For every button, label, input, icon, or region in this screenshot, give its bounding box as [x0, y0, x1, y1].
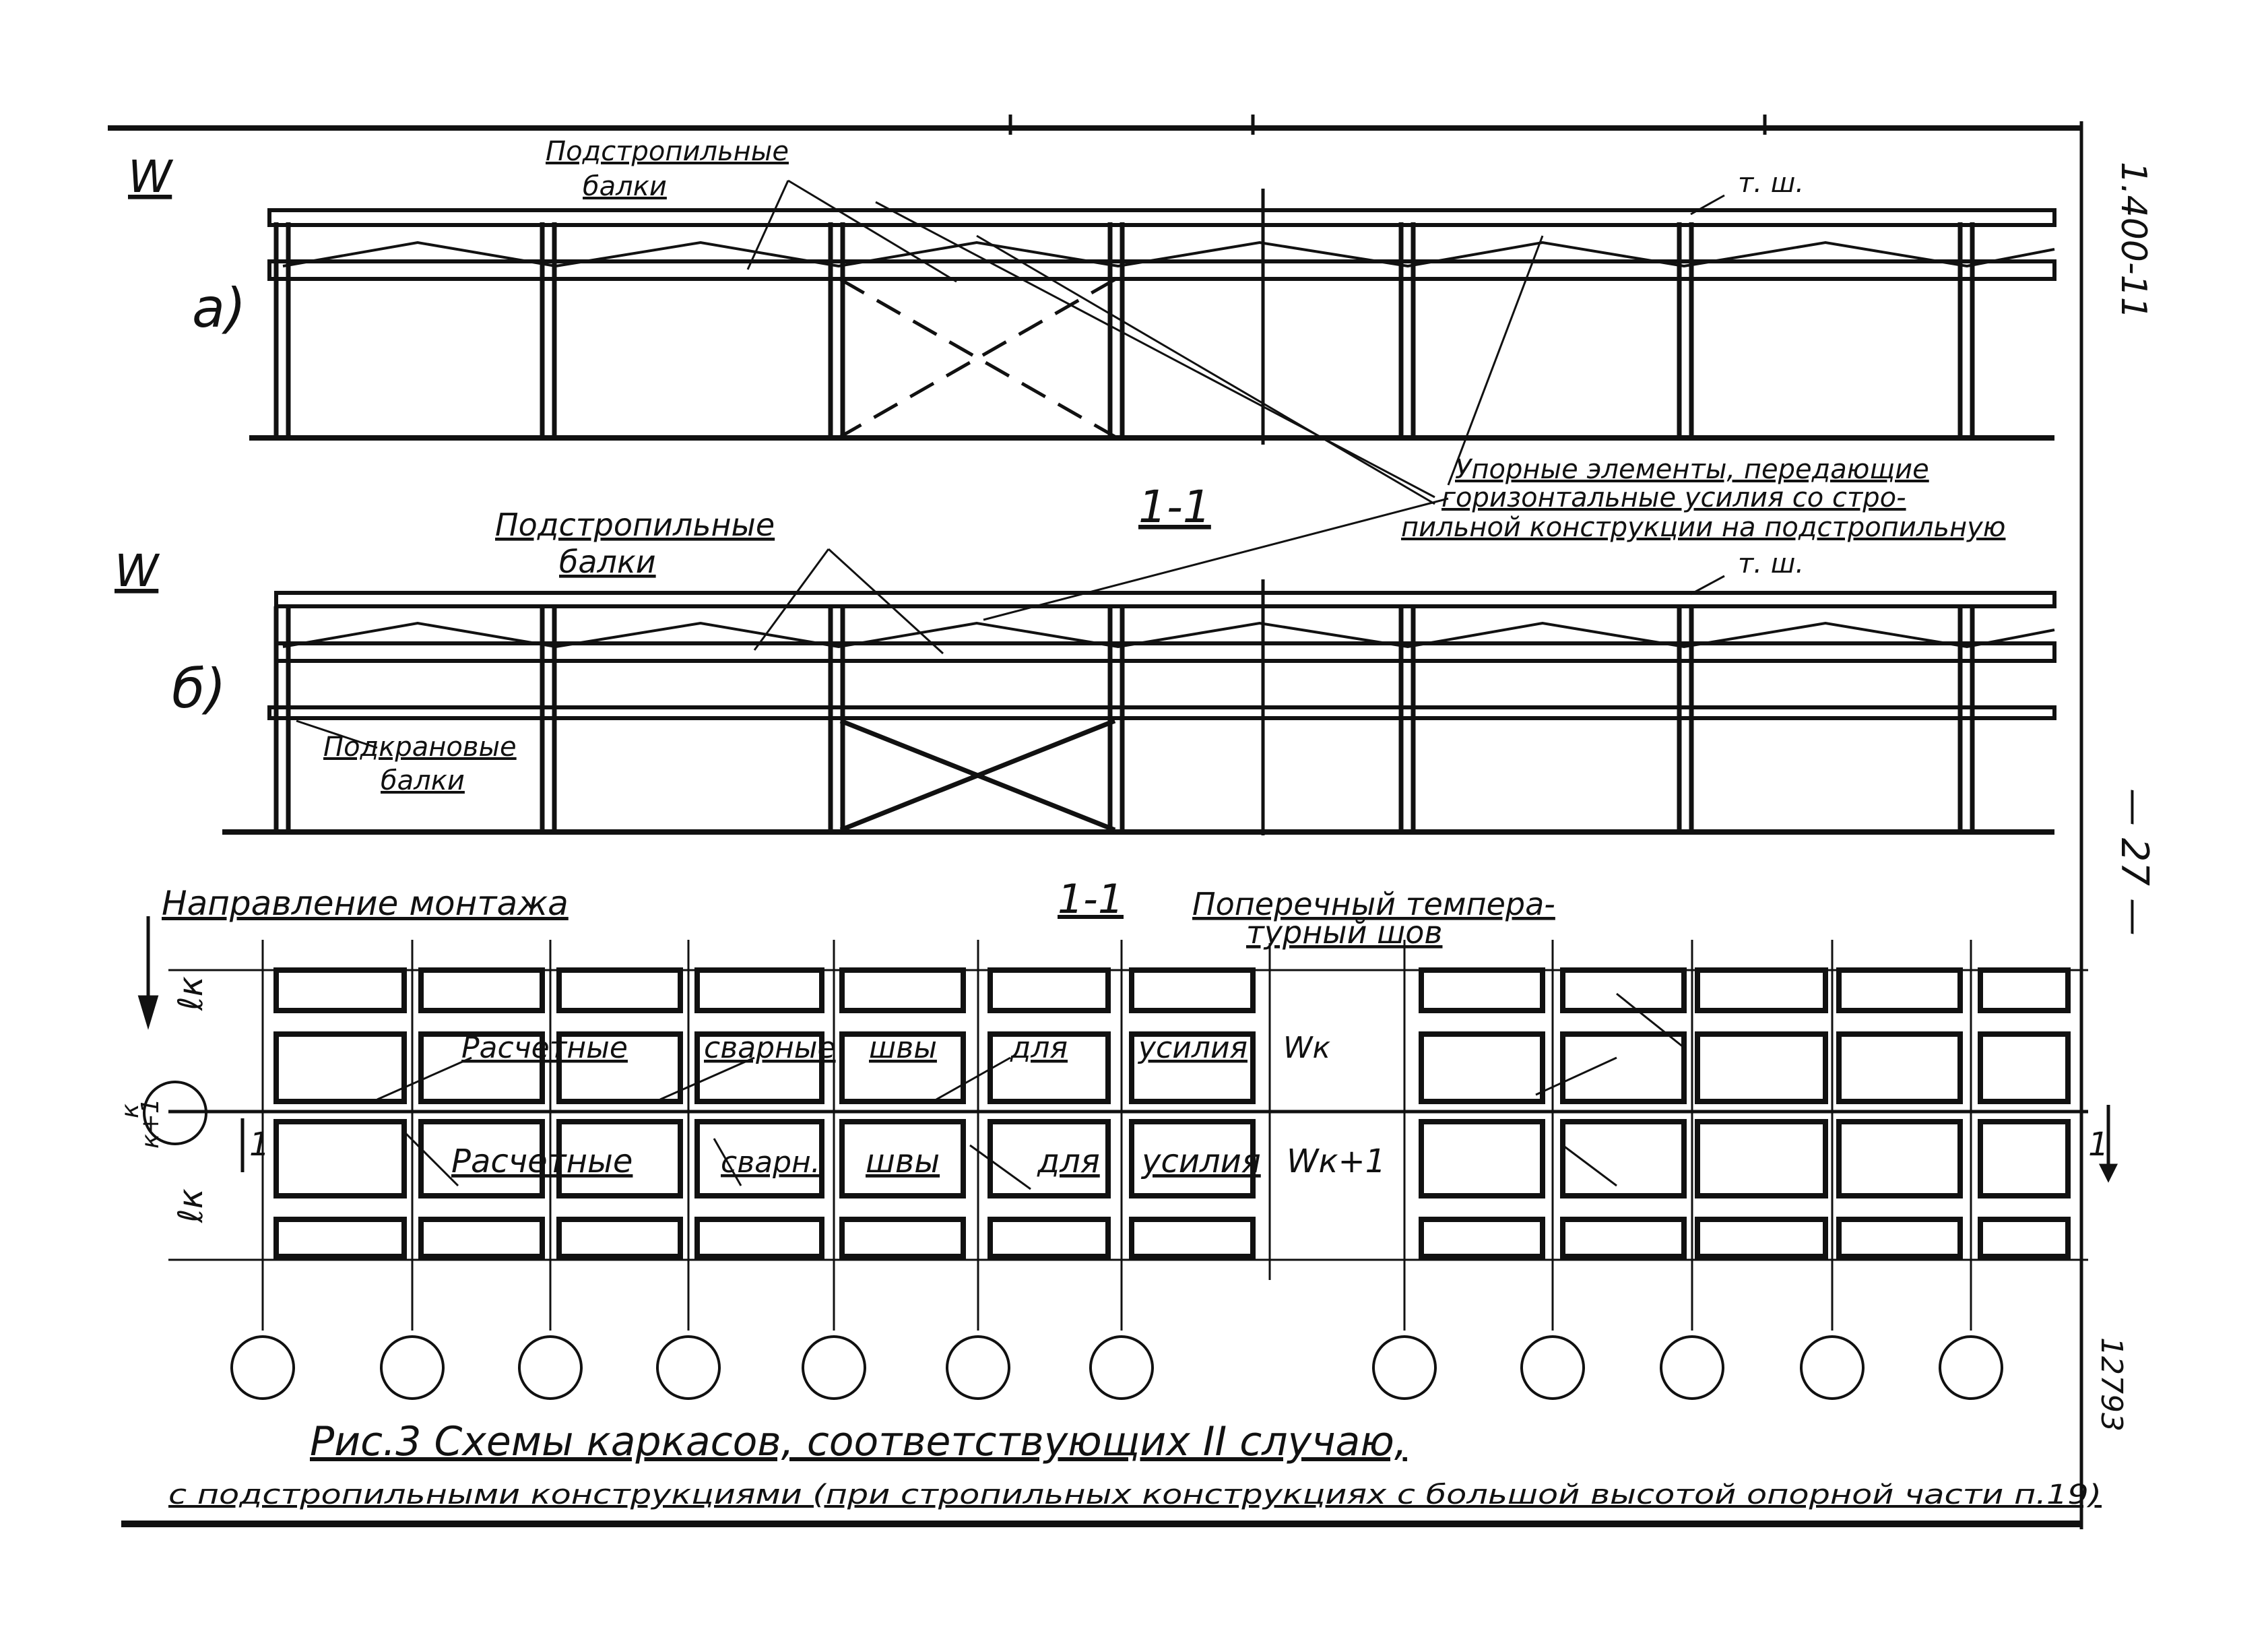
weld-k-word-6: Wк	[1283, 1031, 1331, 1065]
label-w-lower: W	[115, 545, 160, 597]
weld-k-word-5: усилия	[1137, 1031, 1248, 1065]
weld-k1-word-6: Wк+1	[1287, 1143, 1386, 1180]
label-upornye-line2: горизонтальные усилия со стро-	[1441, 482, 1906, 513]
weld-k1-word-3: швы	[866, 1143, 940, 1180]
margin-annotations: 1.400-11 — 27 — 12793	[2094, 162, 2156, 1432]
caption-line1: Рис.3 Схемы каркасов, соответствующих II…	[310, 1418, 1407, 1465]
section-mark-mid: 1-1	[1138, 481, 1211, 533]
sheet-number: 12793	[2094, 1337, 2129, 1432]
weld-k1-word-4: для	[1037, 1143, 1100, 1180]
plan-view	[137, 916, 2118, 1400]
weld-leaders	[377, 992, 1685, 1190]
caption-line2: с подстропильными конструкциями (при стр…	[168, 1479, 2102, 1510]
label-montazh: Направление монтажа	[162, 884, 569, 923]
section-tick-right: 1	[2088, 1126, 2109, 1163]
label-case-a: а)	[192, 277, 246, 340]
bracing-a	[839, 278, 1116, 439]
text-labels: Подстропильные балки т. ш. W а) Упорные …	[115, 136, 2109, 1223]
rafter-zigzag-a	[282, 241, 2055, 268]
figure-caption: Рис.3 Схемы каркасов, соответствующих II…	[168, 1418, 2102, 1510]
frame	[108, 115, 2083, 1529]
label-podstropilnye-a-line1: Подстропильные	[546, 136, 789, 167]
label-w-upper: W	[128, 151, 174, 203]
weld-row-k1: Расчетные сварн. швы для усилия Wк+1	[451, 1143, 1386, 1180]
weld-k1-word-2: сварн.	[721, 1145, 820, 1180]
document-code: 1.400-11	[2113, 162, 2153, 319]
frame-scheme-a	[249, 189, 2056, 445]
axis-lines	[261, 940, 1972, 1331]
section-mark-plan: 1-1	[1058, 876, 1124, 923]
weld-row-k: Расчетные сварные швы для усилия Wк	[461, 1031, 1331, 1065]
frame-scheme-b	[222, 579, 2056, 835]
dim-left-lower: ℓк	[171, 1188, 210, 1223]
label-poperechny-line1: Поперечный темпера-	[1192, 886, 1555, 922]
weld-k-word-1: Расчетные	[461, 1031, 628, 1065]
bracing-b	[839, 718, 1116, 833]
dim-left-upper: ℓк	[171, 976, 210, 1011]
side-label-k: к	[117, 1104, 144, 1118]
axis-bubbles	[143, 1081, 2003, 1400]
section-ticks	[240, 1105, 2118, 1183]
side-label-k1: к+1	[137, 1098, 164, 1149]
montage-arrow	[137, 916, 159, 1030]
weld-k-word-4: для	[1010, 1031, 1068, 1065]
columns-a	[273, 222, 1975, 438]
label-podkranovye-line2: балки	[381, 765, 465, 796]
weld-k-word-3: швы	[869, 1031, 937, 1065]
label-podstropilnye-b-line1: Подстропильные	[495, 507, 775, 543]
label-upornye-line3: пильной конструкции на подстропильную	[1401, 512, 2005, 543]
label-poperechny-line2: турный шов	[1246, 914, 1442, 951]
weld-k1-word-1: Расчетные	[451, 1143, 633, 1180]
label-podstropilnye-a-line2: балки	[583, 171, 667, 202]
rafter-zigzag-b	[282, 621, 2055, 649]
label-podstropilnye-b-line2: балки	[559, 544, 656, 580]
weld-k-word-2: сварные	[704, 1031, 836, 1065]
leader-lines	[296, 179, 1725, 749]
label-case-b: б)	[172, 658, 226, 720]
label-t-sh-a: т. ш.	[1738, 168, 1804, 199]
page-number: — 27 —	[2112, 788, 2156, 936]
label-podkranovye-line1: Подкрановые	[323, 732, 517, 763]
section-tick-left: 1	[249, 1126, 270, 1163]
label-upornye-line1: Упорные элементы, передающие	[1455, 454, 1929, 485]
label-t-sh-b: т. ш.	[1738, 548, 1804, 579]
plan-panels	[273, 967, 2071, 1259]
weld-k1-word-5: усилия	[1140, 1143, 1261, 1180]
